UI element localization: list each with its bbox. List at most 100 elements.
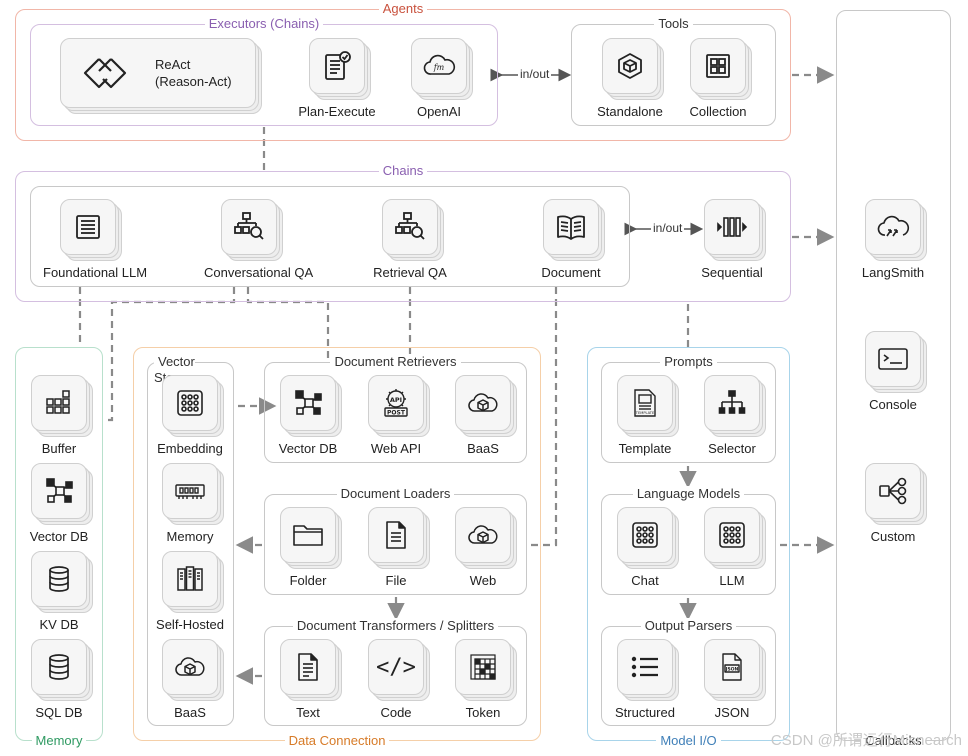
token-label: Token <box>465 705 501 720</box>
node-selector[interactable]: Selector <box>687 375 777 456</box>
cloud-link-icon <box>877 215 910 237</box>
node-custom[interactable]: Custom <box>848 463 938 544</box>
node-web[interactable]: Web <box>438 507 528 588</box>
hierarchy-search-icon <box>234 212 264 240</box>
node-vs-memory[interactable]: Memory <box>145 463 235 544</box>
file-label: File <box>385 573 407 588</box>
memory-kv-db-label: KV DB <box>39 617 79 632</box>
node-memory-vector-db[interactable]: Vector DB <box>14 463 104 544</box>
post-text: POST <box>387 410 406 417</box>
tree-selector-icon <box>718 390 746 414</box>
node-llm[interactable]: LLM <box>687 507 777 588</box>
memory-sql-db-label: SQL DB <box>35 705 83 720</box>
folder-label: Folder <box>289 573 327 588</box>
node-folder[interactable]: Folder <box>263 507 353 588</box>
template-label: Template <box>618 441 672 456</box>
node-react[interactable]: ReAct (Reason-Act) <box>58 38 258 108</box>
chains-inner-group <box>30 186 630 287</box>
sequence-icon <box>717 217 748 237</box>
node-template[interactable]: TEMPLATE Template <box>600 375 690 456</box>
memory-vector-db-label: Vector DB <box>29 529 89 544</box>
self-hosted-label: Self-Hosted <box>156 617 224 632</box>
node-memory-sql-db[interactable]: SQL DB <box>14 639 104 720</box>
share-nodes-icon <box>879 477 907 505</box>
node-file[interactable]: File <box>351 507 441 588</box>
node-code[interactable]: </> Code <box>351 639 441 720</box>
cloud-function-icon: fm <box>423 54 456 75</box>
json-file-icon: JSON <box>722 653 742 681</box>
node-retriever-vector-db[interactable]: Vector DB <box>263 375 353 456</box>
cloud-cube-icon <box>175 657 205 676</box>
buffer-grid-icon <box>46 390 70 414</box>
node-web-api[interactable]: API POST Web API <box>351 375 441 456</box>
code-brackets-icon: </> <box>376 655 416 680</box>
memory-buffer-label: Buffer <box>41 441 77 456</box>
watermark: CSDN @所谓远行Misnearch <box>770 732 962 749</box>
node-standalone[interactable]: Standalone <box>585 38 675 119</box>
token-grid-icon <box>470 654 496 680</box>
openai-label: OpenAI <box>416 104 462 119</box>
react-sublabel: (Reason-Act) <box>155 74 232 89</box>
react-loop-icon <box>83 58 127 89</box>
database-icon <box>49 654 69 680</box>
chip-grid-icon <box>719 522 745 548</box>
node-embedding[interactable]: Embedding <box>145 375 235 456</box>
node-retriever-baas[interactable]: BaaS <box>438 375 528 456</box>
retrieval-qa-label: Retrieval QA <box>373 265 447 280</box>
svg-text:fm: fm <box>433 63 445 72</box>
node-openai[interactable]: fm OpenAI <box>394 38 484 119</box>
template-document-icon: TEMPLATE <box>634 389 656 417</box>
node-document[interactable]: Document <box>526 199 616 280</box>
folder-icon <box>293 525 323 546</box>
template-text: TEMPLATE <box>635 411 655 415</box>
model-io-title: Model I/O <box>656 733 721 748</box>
node-conversational-qa[interactable]: Conversational QA <box>204 199 313 280</box>
retriever-baas-label: BaaS <box>467 441 499 456</box>
node-sequential[interactable]: Sequential <box>687 199 777 280</box>
api-text: API <box>390 396 402 404</box>
selector-label: Selector <box>708 441 756 456</box>
vs-baas-label: BaaS <box>174 705 206 720</box>
code-label: Code <box>380 705 412 720</box>
memory-title: Memory <box>31 733 87 748</box>
hierarchy-search-icon <box>395 212 425 240</box>
text-document-icon <box>298 653 318 681</box>
node-structured[interactable]: Structured <box>600 639 690 720</box>
node-collection[interactable]: Collection <box>673 38 763 119</box>
memory-stick-icon <box>175 484 205 499</box>
agents-inout-label: in/out <box>518 67 552 81</box>
server-rack-icon <box>177 566 203 591</box>
json-label: JSON <box>714 705 750 720</box>
chip-grid-icon <box>177 390 203 416</box>
react-label: ReAct <box>155 57 191 72</box>
cloud-cube-icon <box>468 393 498 412</box>
vs-memory-label: Memory <box>166 529 214 544</box>
terminal-icon <box>878 348 908 370</box>
node-langsmith[interactable]: LangSmith <box>848 199 938 280</box>
collection-grid-icon <box>706 54 730 78</box>
cloud-cube-icon <box>468 525 498 544</box>
node-foundational-llm[interactable]: Foundational LLM <box>43 199 147 280</box>
database-icon <box>49 566 69 592</box>
node-vs-baas[interactable]: BaaS <box>145 639 235 720</box>
node-json[interactable]: JSON JSON <box>687 639 777 720</box>
text-lines-icon <box>76 215 100 239</box>
node-text[interactable]: Text <box>263 639 353 720</box>
console-label: Console <box>869 397 917 412</box>
text-label: Text <box>296 705 320 720</box>
llm-label: LLM <box>719 573 745 588</box>
sequential-label: Sequential <box>701 265 763 280</box>
node-self-hosted[interactable]: Self-Hosted <box>145 551 235 632</box>
node-chat[interactable]: Chat <box>600 507 690 588</box>
collection-label: Collection <box>689 104 747 119</box>
node-plan-execute[interactable]: Plan-Execute <box>292 38 382 119</box>
node-console[interactable]: Console <box>848 331 938 412</box>
node-memory-buffer[interactable]: Buffer <box>14 375 104 456</box>
node-retrieval-qa[interactable]: Retrieval QA <box>365 199 455 280</box>
chat-label: Chat <box>631 573 659 588</box>
node-token[interactable]: Token <box>438 639 528 720</box>
node-memory-kv-db[interactable]: KV DB <box>14 551 104 632</box>
code-glyph: </> <box>376 655 416 680</box>
retriever-vector-db-label: Vector DB <box>278 441 338 456</box>
chip-grid-icon <box>632 522 658 548</box>
